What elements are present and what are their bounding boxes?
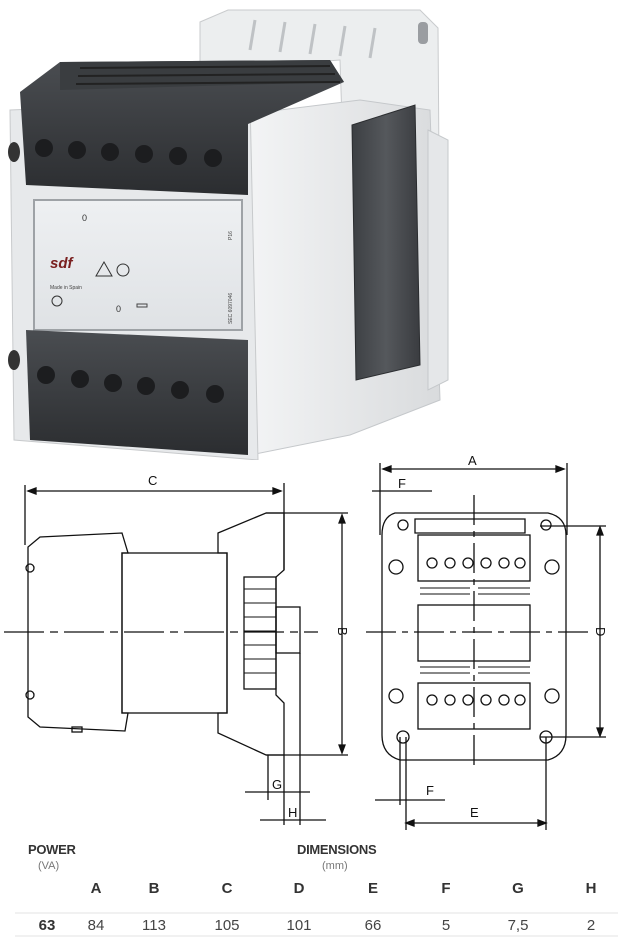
dim-label-b: B — [335, 627, 350, 636]
side-view-drawing: C B — [4, 473, 350, 825]
power-unit: (VA) — [38, 860, 60, 872]
cell-b: 113 — [142, 917, 166, 934]
product-photo: 0 sdf Made in Spain 0 SEC 6097046 P16 — [0, 0, 618, 461]
dim-label-a: A — [468, 455, 477, 468]
dimensions-table: POWER (VA) DIMENSIONS (mm) A B C D E F G… — [0, 830, 618, 943]
serial-text: SEC 6097046 — [228, 293, 234, 324]
cell-f: 5 — [441, 917, 451, 934]
dim-label-g: G — [272, 777, 282, 792]
cell-c: 105 — [214, 917, 240, 934]
dim-label-f-bottom: F — [426, 783, 434, 798]
dim-label-e: E — [470, 805, 479, 820]
made-in-text: Made in Spain — [50, 285, 82, 291]
corner-text: P16 — [228, 231, 234, 240]
front-view-drawing: A F — [366, 453, 608, 830]
row-divider — [15, 935, 618, 937]
safety-transformer-icon — [116, 263, 130, 277]
panel-mark-bottom: 0 — [116, 304, 121, 314]
column-header-f: F — [441, 880, 451, 897]
cell-g: 7,5 — [507, 917, 529, 934]
cell-h: 2 — [586, 917, 596, 934]
dimensions-unit: (mm) — [322, 860, 348, 872]
warning-triangle-icon — [95, 260, 113, 277]
dim-label-d: D — [593, 627, 608, 636]
brand-logo: sdf — [50, 255, 75, 272]
fuse-icon — [136, 303, 148, 308]
row-divider — [15, 912, 618, 914]
dimensions-header: DIMENSIONS — [297, 842, 377, 857]
column-header-e: E — [367, 880, 379, 897]
column-header-d: D — [293, 880, 305, 897]
cell-e: 66 — [364, 917, 382, 934]
cell-d: 101 — [286, 917, 312, 934]
ground-icon — [51, 295, 63, 307]
cell-a: 84 — [87, 917, 105, 934]
column-header-g: G — [512, 880, 524, 897]
column-header-a: A — [90, 880, 102, 897]
power-header: POWER — [28, 842, 76, 857]
dim-label-f-top: F — [398, 476, 406, 491]
dim-label-c: C — [148, 473, 157, 488]
column-header-h: H — [585, 880, 597, 897]
transformer-illustration: 0 sdf Made in Spain 0 SEC 6097046 P16 — [8, 9, 449, 461]
technical-drawings: C B — [0, 453, 618, 830]
column-header-b: B — [148, 880, 160, 897]
dim-label-h: H — [288, 805, 297, 820]
cell-power: 63 — [38, 917, 56, 934]
column-header-c: C — [221, 880, 233, 897]
panel-mark-top: 0 — [82, 213, 87, 223]
